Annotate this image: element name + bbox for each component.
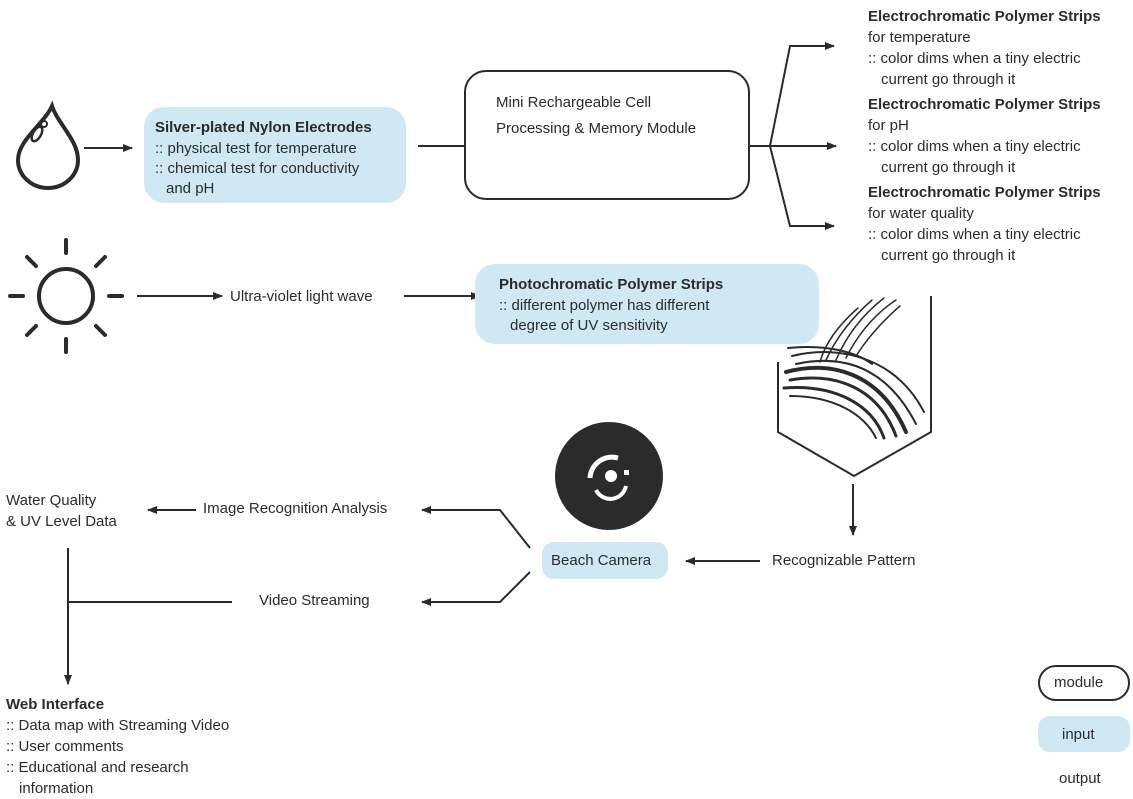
fork-lower	[769, 145, 832, 227]
output-water-quality: Electrochromatic Polymer Strips for wate…	[868, 182, 1101, 266]
web-title: Web Interface	[6, 696, 105, 713]
sun-icon	[8, 238, 124, 354]
beach-camera-label: Beach Camera	[551, 552, 652, 569]
photo-line1: :: different polymer has different	[499, 297, 710, 314]
photochromatic-box	[475, 264, 819, 344]
uv-light-label: Ultra-violet light wave	[230, 288, 373, 305]
water-quality-line2: & UV Level Data	[6, 513, 117, 530]
output-line: :: color dims when a tiny electric	[868, 138, 1081, 155]
web-line4: information	[19, 780, 94, 797]
web-interface: Web Interface :: Data map with Streaming…	[6, 694, 229, 799]
web-line1: :: Data map with Streaming Video	[6, 717, 230, 734]
output-sub: for water quality	[868, 205, 974, 222]
output-line: :: color dims when a tiny electric	[868, 226, 1081, 243]
legend-input-swatch	[1038, 716, 1130, 752]
output-line: current go through it	[881, 247, 1016, 264]
beach-camera-box	[542, 542, 668, 579]
water-quality-data: Water Quality & UV Level Data	[6, 490, 117, 532]
electrodes-line2: :: chemical test for conductivity	[155, 160, 360, 177]
output-line: current go through it	[881, 159, 1016, 176]
fork-camera-lower	[425, 571, 531, 603]
water-drop-icon	[15, 100, 81, 191]
fork-upper	[769, 45, 832, 147]
electrodes-title: Silver-plated Nylon Electrodes	[155, 119, 372, 136]
legend-output-label: output	[1059, 770, 1101, 787]
output-line: current go through it	[881, 71, 1016, 88]
electrodes-line3: and pH	[166, 180, 215, 197]
video-streaming-label: Video Streaming	[259, 592, 370, 609]
strips-sketch-icon	[782, 297, 925, 440]
web-line2: :: User comments	[6, 738, 124, 755]
legend-module-label: module	[1054, 674, 1104, 691]
output-line: :: color dims when a tiny electric	[868, 50, 1081, 67]
camera-lens-icon	[555, 422, 663, 530]
module-line1: Mini Rechargeable Cell	[496, 94, 652, 111]
web-line3: :: Educational and research	[6, 759, 189, 776]
legend-input-label: input	[1062, 726, 1095, 743]
output-title: Electrochromatic Polymer Strips	[868, 8, 1101, 25]
photo-line2: degree of UV sensitivity	[510, 317, 668, 334]
processing-module-box	[464, 70, 750, 200]
output-sub: for temperature	[868, 29, 971, 46]
output-ph: Electrochromatic Polymer Strips for pH :…	[868, 94, 1101, 178]
electrodes-box	[144, 107, 406, 203]
fork-camera-upper	[425, 509, 531, 549]
image-recognition-label: Image Recognition Analysis	[203, 500, 388, 517]
legend-module-swatch	[1038, 665, 1130, 701]
output-sub: for pH	[868, 117, 909, 134]
output-title: Electrochromatic Polymer Strips	[868, 96, 1101, 113]
photo-title: Photochromatic Polymer Strips	[499, 276, 724, 293]
electrodes-line1: :: physical test for temperature	[155, 140, 357, 157]
water-quality-line1: Water Quality	[6, 492, 97, 509]
output-temperature: Electrochromatic Polymer Strips for temp…	[868, 6, 1101, 90]
recognizable-pattern-label: Recognizable Pattern	[772, 552, 916, 569]
output-title: Electrochromatic Polymer Strips	[868, 184, 1101, 201]
funnel-outline	[777, 296, 932, 478]
module-line2: Processing & Memory Module	[496, 120, 697, 137]
